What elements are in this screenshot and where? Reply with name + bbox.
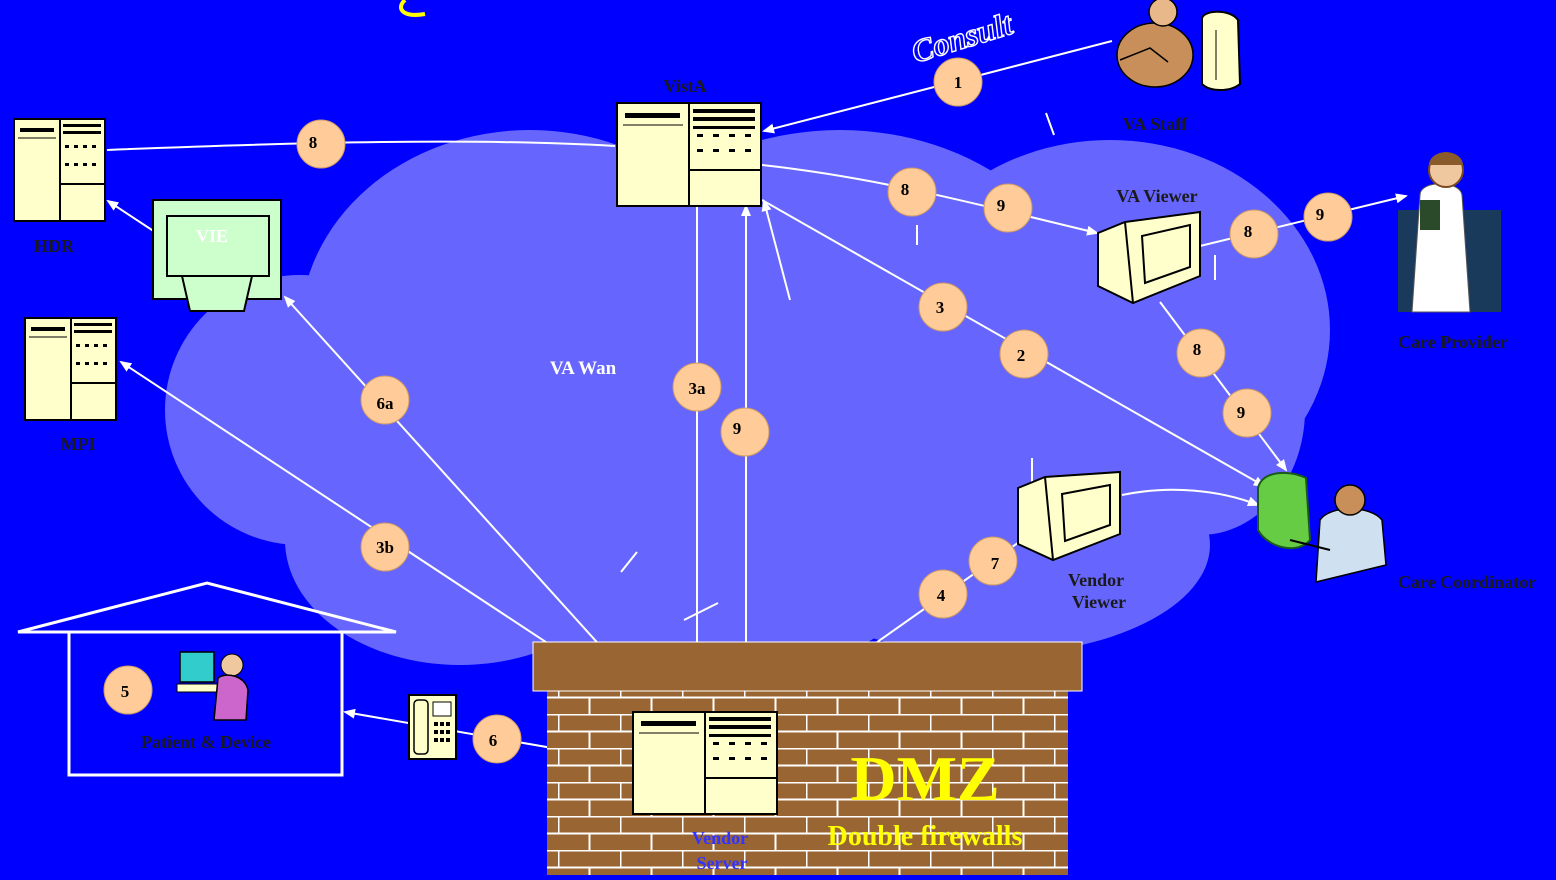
- line-vie-to-hdr: [106, 199, 156, 233]
- dmz-label: DMZ: [850, 743, 999, 814]
- step-8-hdr-bubble: 8: [296, 119, 346, 169]
- vendor-server-label-line1: Vendor: [692, 828, 748, 848]
- vie-label: VIE: [196, 226, 228, 246]
- svg-text:6a: 6a: [377, 394, 395, 413]
- step-8-vista-bubble: 8: [887, 167, 937, 217]
- double-firewalls-label: Double firewalls: [828, 821, 1023, 852]
- tick-mark: [683, 602, 719, 621]
- va-staff-icon: VA Staff: [1116, 0, 1242, 134]
- svg-text:8: 8: [901, 180, 910, 199]
- svg-text:3a: 3a: [689, 379, 707, 398]
- care-provider-label: Care Provider: [1398, 332, 1508, 352]
- svg-text:8: 8: [1193, 340, 1202, 359]
- step-6-bubble: 6: [472, 714, 522, 764]
- vendor-viewer-label-line2: Viewer: [1072, 592, 1126, 612]
- svg-text:4: 4: [937, 586, 946, 605]
- svg-text:8: 8: [309, 133, 318, 152]
- vendor-server: Vendor Server: [632, 711, 778, 873]
- svg-text:2: 2: [1017, 346, 1026, 365]
- svg-text:9: 9: [1237, 403, 1246, 422]
- vendor-viewer-monitor: Vendor Viewer: [1017, 470, 1126, 612]
- step-3a-bubble: 3a: [672, 362, 722, 412]
- step-8-viewer-bubble: 8: [1229, 209, 1279, 259]
- mpi-label: MPI: [61, 434, 96, 454]
- step-4-bubble: 4: [918, 569, 968, 619]
- step-9-viewer-bubble: 9: [1303, 192, 1353, 242]
- step-9-vista-bubble: 9: [983, 183, 1033, 233]
- step-7-bubble: 7: [968, 536, 1018, 586]
- hdr-label: HDR: [34, 236, 75, 256]
- line-vista-to-hdr: [106, 140, 616, 151]
- va-viewer-label: VA Viewer: [1116, 186, 1197, 206]
- hdr-server: HDR: [13, 118, 106, 256]
- vendor-viewer-label-line1: Vendor: [1068, 570, 1124, 590]
- line-vendor-viewer-to-care-coordinator: [1121, 488, 1260, 506]
- svg-text:9: 9: [1316, 205, 1325, 224]
- step-6a-bubble: 6a: [360, 375, 410, 425]
- dmz-firewall: DMZ Double firewalls: [532, 641, 1083, 875]
- svg-text:1: 1: [954, 73, 963, 92]
- telephone-icon: [408, 694, 457, 760]
- wordart-fragment: [399, 0, 426, 17]
- care-coordinator-label: Care Coordinator: [1398, 572, 1536, 592]
- care-coordinator-icon: Care Coordinator: [1257, 471, 1536, 592]
- vendor-server-label-line2: Server: [697, 853, 748, 873]
- step-9-mid-bubble: 9: [720, 407, 770, 457]
- svg-text:5: 5: [121, 682, 130, 701]
- va-viewer-monitor: VA Viewer: [1097, 186, 1201, 305]
- patient-house: Patient & Device: [17, 581, 397, 777]
- svg-text:9: 9: [997, 196, 1006, 215]
- va-wan-cloud: [165, 130, 1330, 680]
- va-staff-label: VA Staff: [1123, 114, 1188, 134]
- patient-computer-icon: [176, 651, 249, 721]
- svg-text:8: 8: [1244, 222, 1253, 241]
- va-wan-label: VA Wan: [550, 358, 617, 379]
- patient-device-label: Patient & Device: [141, 732, 271, 752]
- tick-mark: [620, 551, 638, 573]
- step-5-bubble: 5: [103, 665, 153, 715]
- tick-mark: [1045, 112, 1055, 136]
- step-3-bubble: 3: [918, 282, 968, 332]
- step-bubbles: 1 8 8 9 8 9 3 2 8 9 3a 9 6a 3b 7 4 5 6: [103, 57, 1353, 764]
- mpi-server: MPI: [24, 317, 117, 454]
- svg-text:3b: 3b: [376, 538, 394, 557]
- vie-terminal: VIE: [152, 199, 282, 312]
- step-1-bubble: 1: [933, 57, 983, 107]
- line-vendor-server-to-vista-3: [761, 199, 791, 301]
- step-9-down-bubble: 9: [1222, 388, 1272, 438]
- care-provider-icon: Care Provider: [1398, 152, 1508, 352]
- svg-text:6: 6: [489, 731, 498, 750]
- step-2-bubble: 2: [999, 329, 1049, 379]
- step-8-down-bubble: 8: [1176, 328, 1226, 378]
- svg-text:3: 3: [936, 298, 945, 317]
- step-3b-bubble: 3b: [360, 522, 410, 572]
- line-va-viewer-to-care-coordinator: [1159, 301, 1288, 472]
- vista-server: VistA: [616, 76, 762, 207]
- svg-text:7: 7: [991, 554, 1000, 573]
- vista-label: VistA: [663, 76, 706, 96]
- svg-text:9: 9: [733, 419, 742, 438]
